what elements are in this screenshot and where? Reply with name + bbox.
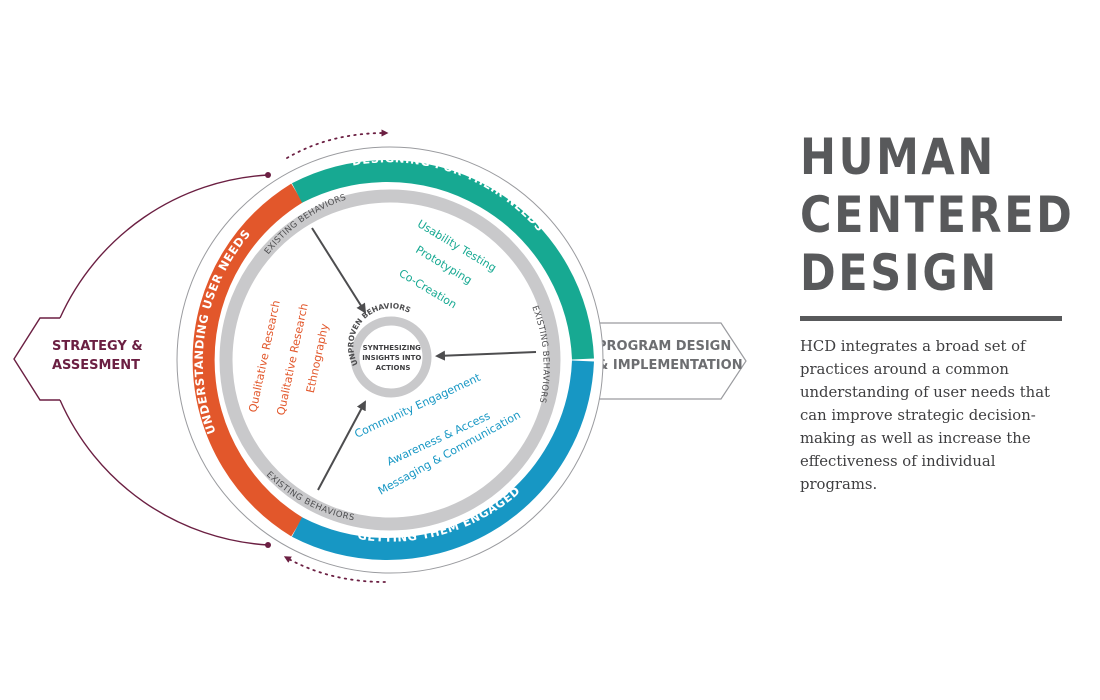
right-pointer-label: PROGRAM DESIGN & IMPLEMENTATION bbox=[597, 339, 743, 373]
right-pointer-shape bbox=[584, 322, 747, 400]
title-line-2: CENTERED bbox=[800, 186, 1075, 244]
arrow-bottom-left-to-center bbox=[317, 400, 366, 491]
arrow-right-to-center bbox=[435, 350, 537, 361]
dotted-arrow-top bbox=[286, 129, 389, 159]
dotted-arrow-bottom bbox=[283, 556, 386, 583]
ring-segment-understanding bbox=[192, 183, 303, 537]
ring-segment-engaging bbox=[291, 360, 594, 560]
page-title: HUMAN CENTERED DESIGN bbox=[800, 128, 1072, 302]
left-pointer-label: STRATEGY & ASSESMENT bbox=[52, 339, 147, 373]
center-text: SYNTHESIZING INSIGHTS INTO ACTIONS bbox=[362, 344, 424, 372]
gray-ring bbox=[219, 189, 561, 531]
center-ring bbox=[350, 316, 432, 398]
outer-boundary-lower bbox=[59, 399, 269, 546]
title-line-3: DESIGN bbox=[800, 244, 999, 302]
hcd-cycle-diagram: STRATEGY & ASSESMENT PROGRAM DESIGN & IM… bbox=[13, 129, 747, 583]
outer-boundary-upper bbox=[59, 174, 269, 319]
boundary-dot-bottom bbox=[265, 542, 271, 548]
boundary-dot-top bbox=[265, 172, 271, 178]
description: HCD integrates a broad set of practices … bbox=[800, 338, 1050, 493]
arrow-top-left-to-center bbox=[311, 227, 367, 314]
side-panel: HUMAN CENTERED DESIGN HCD integrates a b… bbox=[800, 128, 1075, 496]
title-divider bbox=[800, 316, 1062, 321]
title-line-1: HUMAN bbox=[800, 128, 996, 186]
left-pointer-shape bbox=[13, 317, 60, 401]
ring-segment-designing bbox=[291, 160, 594, 360]
